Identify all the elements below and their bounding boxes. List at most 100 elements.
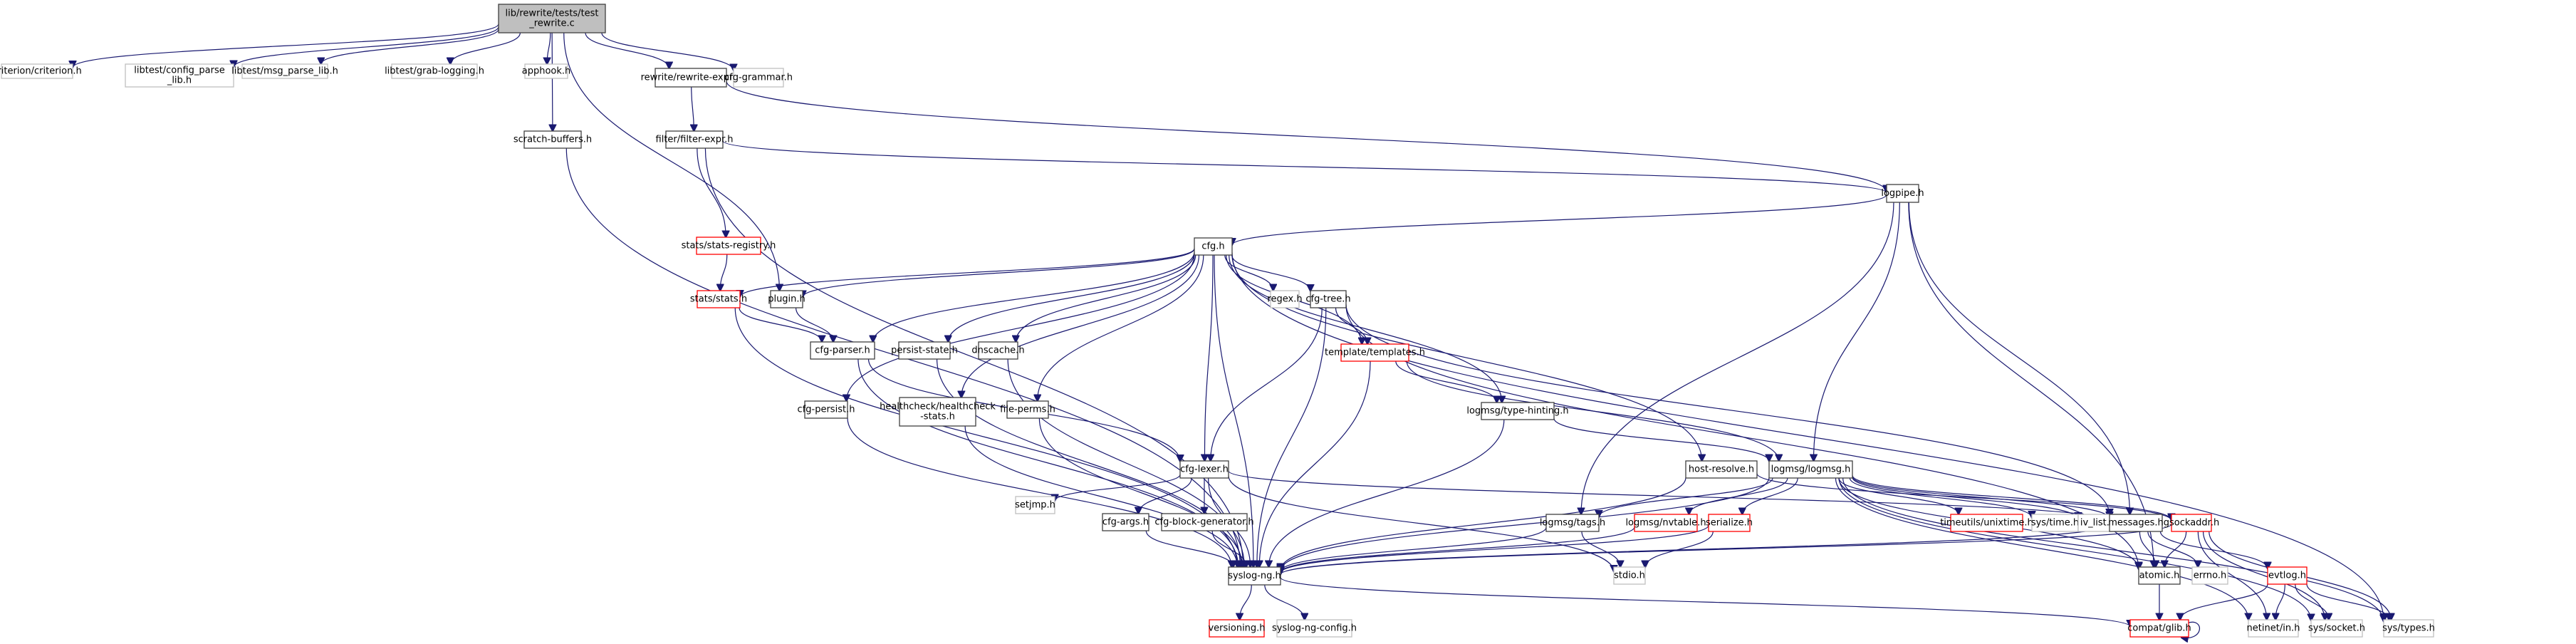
node-box[interactable]	[1006, 400, 1049, 419]
node-logpipe[interactable]: logpipe.h	[1881, 184, 1924, 203]
node-box[interactable]	[1102, 513, 1149, 531]
node-file-perms[interactable]: file-perms.h	[1000, 400, 1055, 419]
node-label: syslog-ng-config.h	[1272, 623, 1357, 634]
node-box[interactable]	[125, 63, 234, 88]
node-host-resolve[interactable]: host-resolve.h	[1685, 460, 1758, 479]
node-syslog-ng[interactable]: syslog-ng.h	[1228, 566, 1281, 586]
node-box[interactable]	[1685, 460, 1758, 479]
node-box[interactable]	[523, 130, 582, 149]
node-persist-state[interactable]: persist-state.h	[891, 341, 958, 360]
node-regex[interactable]: regex.h	[1267, 290, 1303, 308]
node-cfg-persist[interactable]: cfg-persist.h	[798, 400, 855, 419]
node-box[interactable]	[2191, 566, 2228, 585]
node-box[interactable]	[391, 63, 478, 79]
node-box[interactable]	[241, 63, 328, 79]
node-plugin[interactable]: plugin.h	[768, 290, 805, 308]
node-box[interactable]	[898, 341, 951, 360]
node-box[interactable]	[498, 4, 606, 33]
node-serialize[interactable]: serialize.h	[1706, 514, 1753, 532]
node-nvtable[interactable]: logmsg/nvtable.h	[1625, 514, 1706, 532]
node-box[interactable]	[2171, 514, 2212, 532]
node-versioning[interactable]: versioning.h	[1208, 619, 1266, 638]
node-box[interactable]	[899, 397, 976, 427]
node-healthcheck[interactable]: healthcheck/healthcheck-stats.h	[880, 397, 996, 427]
node-box[interactable]	[524, 63, 568, 79]
node-box[interactable]	[1950, 514, 2023, 532]
node-box[interactable]	[2109, 514, 2163, 532]
node-grab-logging[interactable]: libtest/grab-logging.h	[385, 63, 484, 79]
node-cfg-args[interactable]: cfg-args.h	[1102, 513, 1149, 531]
node-stats-registry[interactable]: stats/stats-registry.h	[682, 237, 776, 255]
node-box[interactable]	[1015, 496, 1055, 514]
node-cfg-parser[interactable]: cfg-parser.h	[810, 341, 875, 360]
node-config-parse[interactable]: libtest/config_parse_lib.h	[125, 63, 234, 88]
node-box[interactable]	[1270, 290, 1300, 308]
node-box[interactable]	[1179, 460, 1229, 479]
node-logmsg[interactable]: logmsg/logmsg.h	[1768, 460, 1853, 479]
node-box[interactable]	[2129, 619, 2189, 638]
node-box[interactable]	[1194, 237, 1233, 256]
node-box[interactable]	[2310, 619, 2363, 638]
node-rewrite-expr[interactable]: rewrite/rewrite-expr.h	[641, 68, 741, 88]
node-box[interactable]	[804, 400, 848, 419]
node-msg-parse[interactable]: libtest/msg_parse_lib.h	[231, 63, 338, 79]
node-box[interactable]	[978, 341, 1018, 360]
node-scratch[interactable]: scratch-buffers.h	[513, 130, 592, 149]
node-box[interactable]	[1886, 184, 1919, 203]
node-cfg-tree[interactable]: cfg-tree.h	[1305, 290, 1351, 308]
node-evtlog[interactable]: evtlog.h	[2267, 566, 2308, 585]
node-templates[interactable]: template/templates.h	[1325, 343, 1425, 362]
node-box[interactable]	[810, 341, 875, 360]
node-atomic[interactable]: atomic.h	[2138, 566, 2181, 585]
node-box[interactable]	[1209, 619, 1265, 638]
node-box[interactable]	[1, 63, 73, 79]
node-sys-time[interactable]: sys/time.h	[2031, 514, 2079, 532]
node-box[interactable]	[1768, 460, 1853, 479]
node-root[interactable]: lib/rewrite/tests/test_rewrite.c	[498, 4, 606, 33]
node-syslog-ng-config[interactable]: syslog-ng-config.h	[1272, 619, 1357, 638]
node-netinet-in[interactable]: netinet/in.h	[2247, 619, 2300, 638]
node-box[interactable]	[1634, 514, 1698, 532]
node-sys-types[interactable]: sys/types.h	[2382, 619, 2435, 638]
node-box[interactable]	[1161, 513, 1248, 531]
node-compat-glib[interactable]: compat/glib.h	[2127, 619, 2191, 638]
node-box[interactable]	[770, 290, 803, 308]
node-cfg-block-gen[interactable]: cfg-block-generator.h	[1154, 513, 1254, 531]
node-filter-expr[interactable]: filter/filter-expr.h	[656, 130, 734, 149]
node-box[interactable]	[1310, 290, 1347, 308]
edge-logmsg-to-sys_types	[1842, 477, 2384, 622]
node-box[interactable]	[1545, 514, 1600, 532]
node-dnscache[interactable]: dnscache.h	[971, 341, 1025, 360]
node-box[interactable]	[696, 237, 761, 255]
node-unixtime[interactable]: timeutils/unixtime.h	[1940, 514, 2033, 532]
node-apphook[interactable]: apphook.h	[522, 63, 571, 79]
node-tags[interactable]: logmsg/tags.h	[1540, 514, 1605, 532]
node-box[interactable]	[655, 68, 727, 88]
node-box[interactable]	[1481, 402, 1555, 420]
node-cfg-grammar[interactable]: cfg-grammar.h	[724, 68, 793, 88]
node-gsockaddr[interactable]: gsockaddr.h	[2164, 514, 2219, 532]
node-sys-socket[interactable]: sys/socket.h	[2308, 619, 2365, 638]
node-box[interactable]	[2267, 566, 2308, 585]
node-box[interactable]	[2138, 566, 2181, 585]
node-box[interactable]	[1228, 566, 1281, 586]
node-box[interactable]	[1276, 619, 1352, 638]
node-box[interactable]	[2248, 619, 2299, 638]
node-box[interactable]	[1613, 566, 1646, 585]
node-box[interactable]	[697, 290, 741, 308]
node-errno[interactable]: errno.h	[2191, 566, 2228, 585]
node-setjmp[interactable]: setjmp.h	[1015, 496, 1055, 514]
node-cfg-lexer[interactable]: cfg-lexer.h	[1179, 460, 1229, 479]
node-box[interactable]	[733, 68, 784, 88]
node-stats[interactable]: stats/stats.h	[690, 290, 747, 308]
node-cfg[interactable]: cfg.h	[1194, 237, 1233, 256]
node-criterion[interactable]: criterion/criterion.h	[0, 63, 82, 79]
node-box[interactable]	[2383, 619, 2434, 638]
node-stdio[interactable]: stdio.h	[1613, 566, 1646, 585]
node-type-hinting[interactable]: logmsg/type-hinting.h	[1466, 402, 1569, 420]
node-box[interactable]	[1340, 343, 1409, 362]
node-messages[interactable]: messages.h	[2108, 514, 2164, 532]
node-box[interactable]	[665, 130, 724, 149]
node-box[interactable]	[1708, 514, 1751, 532]
node-box[interactable]	[2031, 514, 2079, 532]
